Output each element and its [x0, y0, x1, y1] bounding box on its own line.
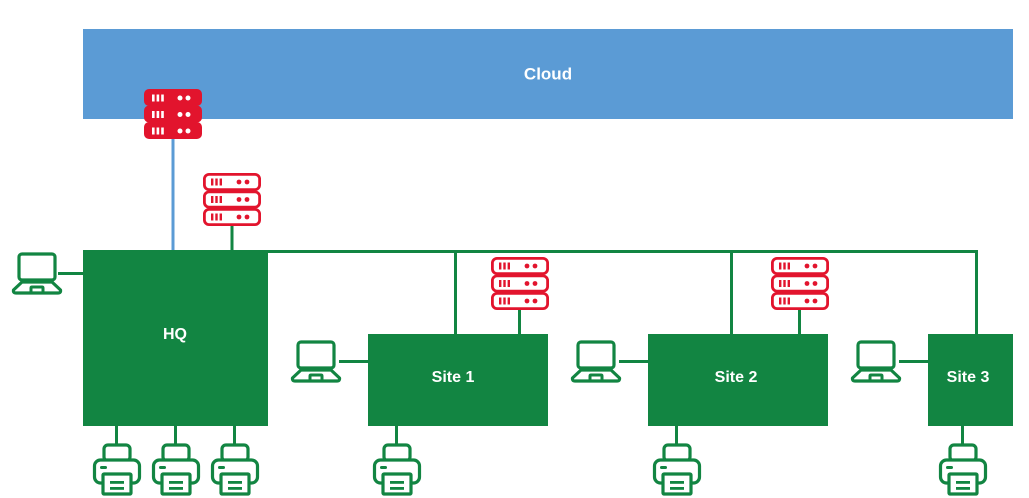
server-icon-hq[interactable] [202, 172, 262, 227]
laptop-icon-site1[interactable] [290, 340, 342, 383]
laptop-icon-site2[interactable] [570, 340, 622, 383]
printer-icon-site2[interactable] [652, 443, 702, 496]
printer-icon-hq-1[interactable] [92, 443, 142, 496]
cloud-label: Cloud [524, 64, 572, 83]
printer-icon-site3[interactable] [938, 443, 988, 496]
server-icon-cloud[interactable] [144, 89, 202, 139]
site2-label: Site 2 [715, 369, 758, 386]
site1-label: Site 1 [432, 369, 475, 386]
laptop-icon-site3[interactable] [850, 340, 902, 383]
printer-icon-hq-3[interactable] [210, 443, 260, 496]
server-icon-site2[interactable] [771, 256, 829, 311]
node-site3[interactable]: Site 3 [928, 334, 1013, 426]
site1-rect [368, 334, 548, 426]
cloud-rect [83, 29, 1013, 119]
server-icon-site1[interactable] [490, 256, 549, 311]
printer-icon-hq-2[interactable] [151, 443, 201, 496]
node-site2[interactable]: Site 2 [648, 334, 828, 426]
node-site1[interactable]: Site 1 [368, 334, 548, 426]
hq-rect [83, 250, 268, 426]
node-hq[interactable]: HQ [83, 250, 268, 426]
hq-label: HQ [163, 326, 187, 343]
laptop-icon-hq[interactable] [11, 252, 63, 295]
site3-label: Site 3 [947, 369, 990, 386]
link-layer [58, 138, 978, 444]
site3-rect [928, 334, 1013, 426]
node-cloud[interactable]: Cloud [83, 29, 1013, 119]
site2-rect [648, 334, 828, 426]
printer-icon-site1[interactable] [372, 443, 422, 496]
